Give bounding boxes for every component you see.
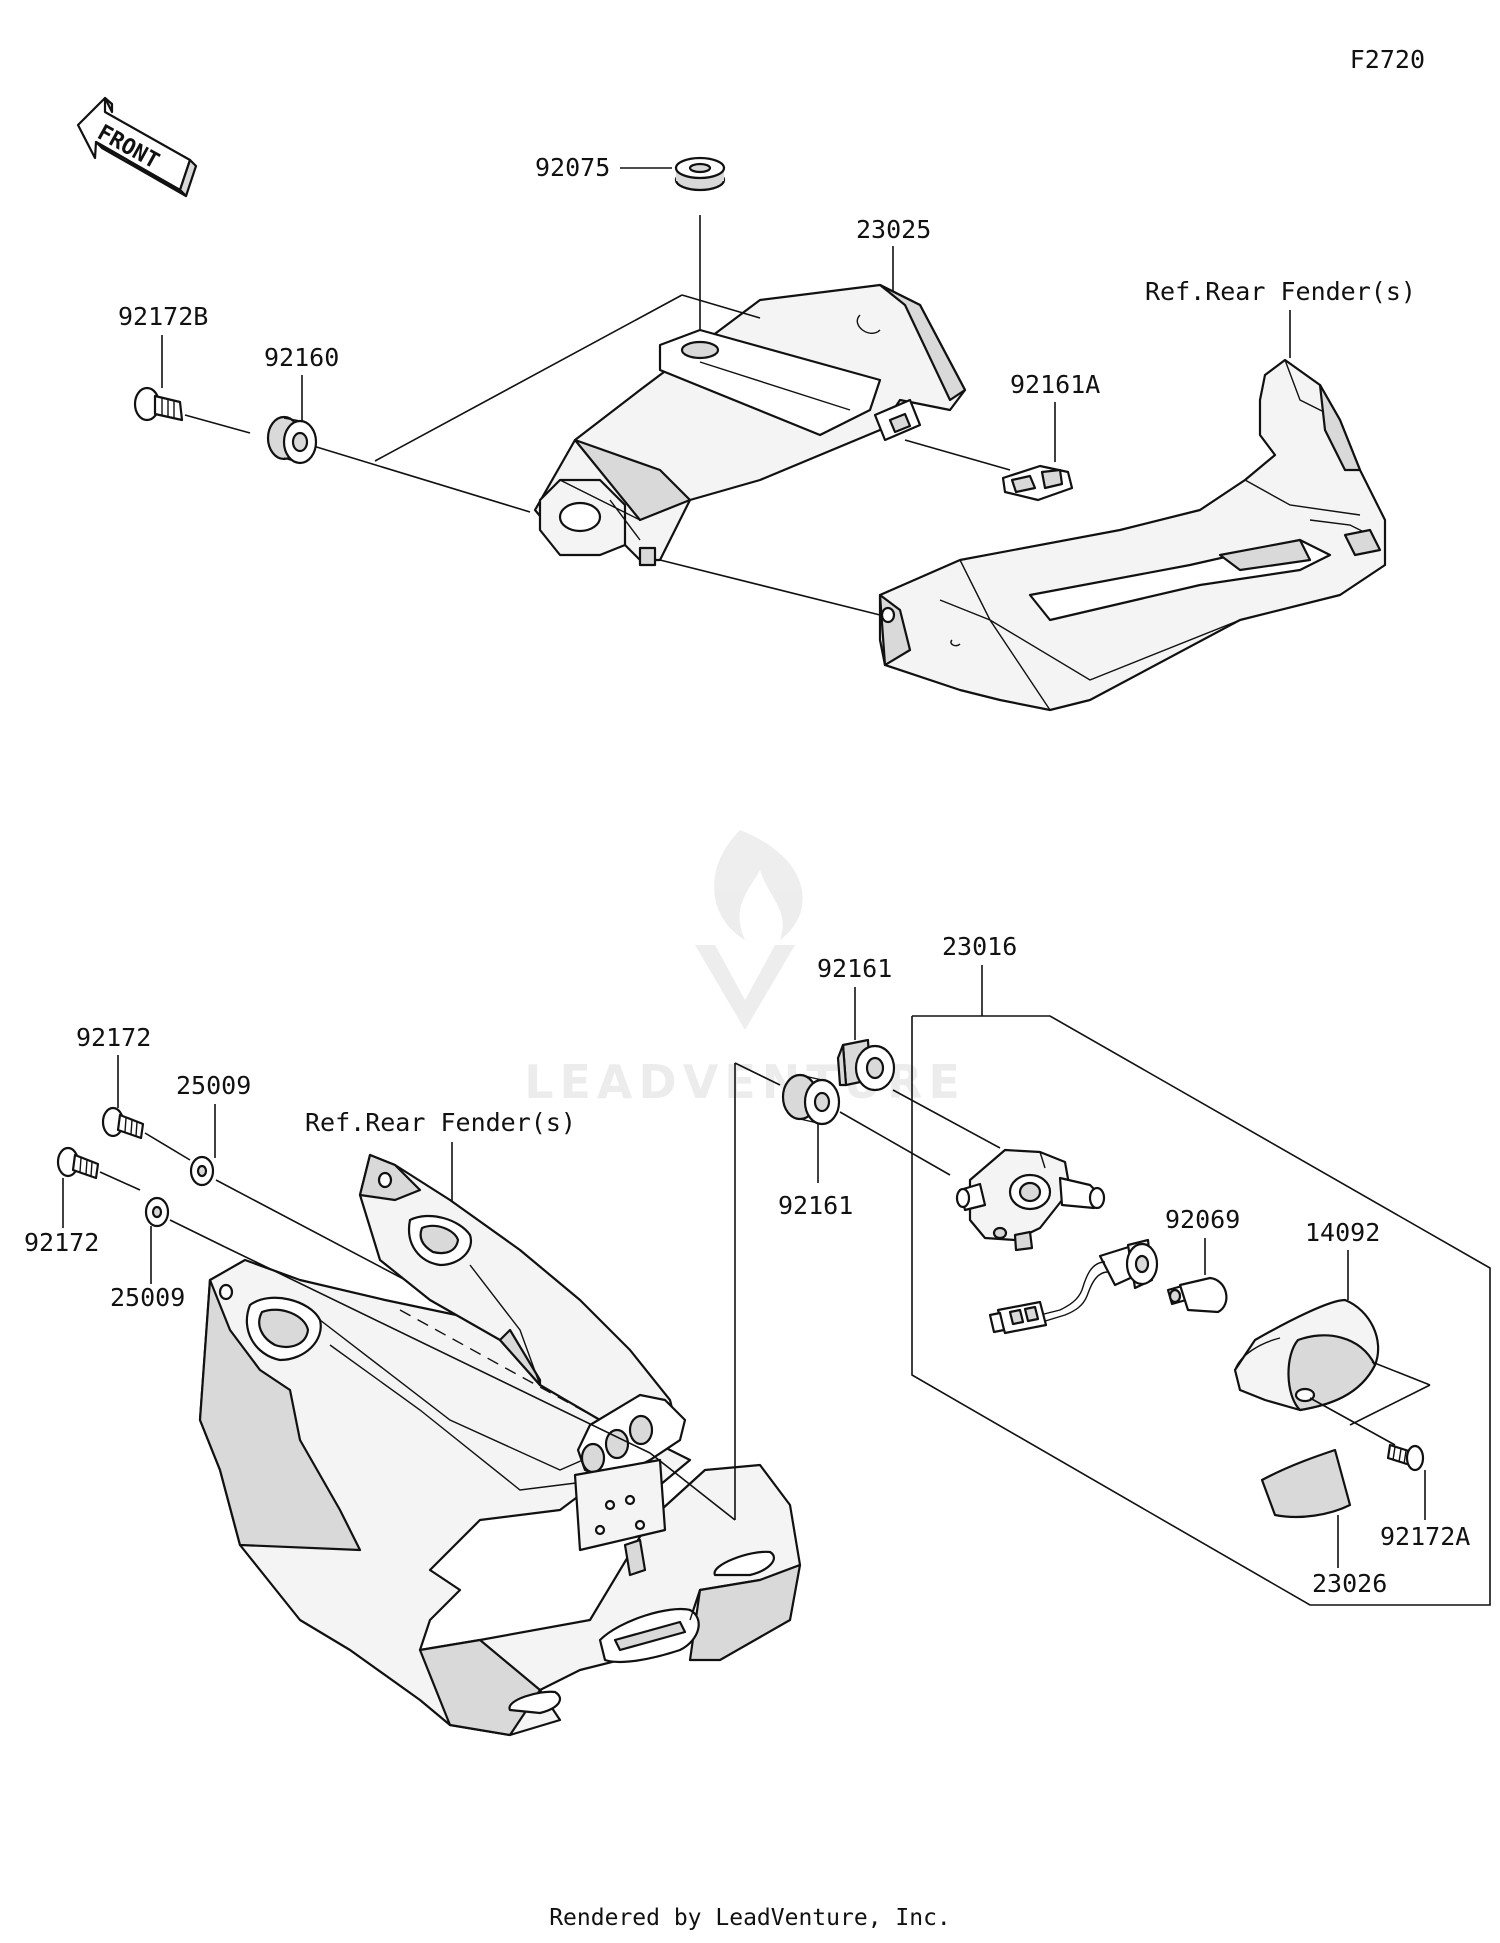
label-92160: 92160 bbox=[264, 343, 339, 372]
washer-25009-upper bbox=[189, 1155, 215, 1187]
label-92172-lower: 92172 bbox=[24, 1228, 99, 1257]
label-92172A: 92172A bbox=[1380, 1522, 1470, 1551]
grommet-92161-bottom bbox=[781, 1073, 841, 1126]
label-92161-top: 92161 bbox=[817, 954, 892, 983]
socket-wire bbox=[988, 1238, 1159, 1335]
label-14092: 14092 bbox=[1305, 1218, 1380, 1247]
license-light-housing-23025 bbox=[533, 283, 967, 567]
clip-92161A bbox=[1001, 464, 1074, 502]
lamp-base bbox=[955, 1148, 1106, 1252]
label-92161-bottom: 92161 bbox=[778, 1191, 853, 1220]
label-92172-upper: 92172 bbox=[76, 1023, 151, 1052]
footer-credit: Rendered by LeadVenture, Inc. bbox=[549, 1905, 951, 1931]
grommet-92075 bbox=[674, 156, 726, 192]
bolt-92172-upper bbox=[101, 1106, 145, 1140]
lens-14092 bbox=[1233, 1298, 1380, 1412]
label-25009-lower: 25009 bbox=[110, 1283, 185, 1312]
figure-code: F2720 bbox=[1350, 45, 1425, 74]
label-92161A: 92161A bbox=[1010, 370, 1100, 399]
grommet-92161-top bbox=[836, 1038, 896, 1092]
grommet-92160 bbox=[266, 415, 318, 465]
label-92075: 92075 bbox=[535, 153, 610, 182]
label-92069: 92069 bbox=[1165, 1205, 1240, 1234]
reflector-23026 bbox=[1260, 1448, 1352, 1519]
watermark-text: LEADVENTURE bbox=[524, 1055, 966, 1109]
label-92172B: 92172B bbox=[118, 302, 208, 331]
washer-25009-lower bbox=[144, 1196, 170, 1228]
front-arrow-icon bbox=[76, 96, 198, 198]
screw-92172A bbox=[1386, 1443, 1425, 1472]
license-plate-bracket bbox=[198, 1153, 802, 1737]
label-ref-rear-fender-bottom: Ref.Rear Fender(s) bbox=[305, 1108, 576, 1137]
label-23016: 23016 bbox=[942, 932, 1017, 961]
bulb-92069 bbox=[1166, 1276, 1228, 1314]
bolt-92172-lower bbox=[56, 1146, 100, 1180]
label-25009-upper: 25009 bbox=[176, 1071, 251, 1100]
rear-fender-top bbox=[878, 358, 1387, 712]
bolt-92172B bbox=[133, 386, 184, 422]
label-23025: 23025 bbox=[856, 215, 931, 244]
watermark-logo bbox=[695, 830, 803, 1030]
label-23026: 23026 bbox=[1312, 1569, 1387, 1598]
label-ref-rear-fender-top: Ref.Rear Fender(s) bbox=[1145, 277, 1416, 306]
